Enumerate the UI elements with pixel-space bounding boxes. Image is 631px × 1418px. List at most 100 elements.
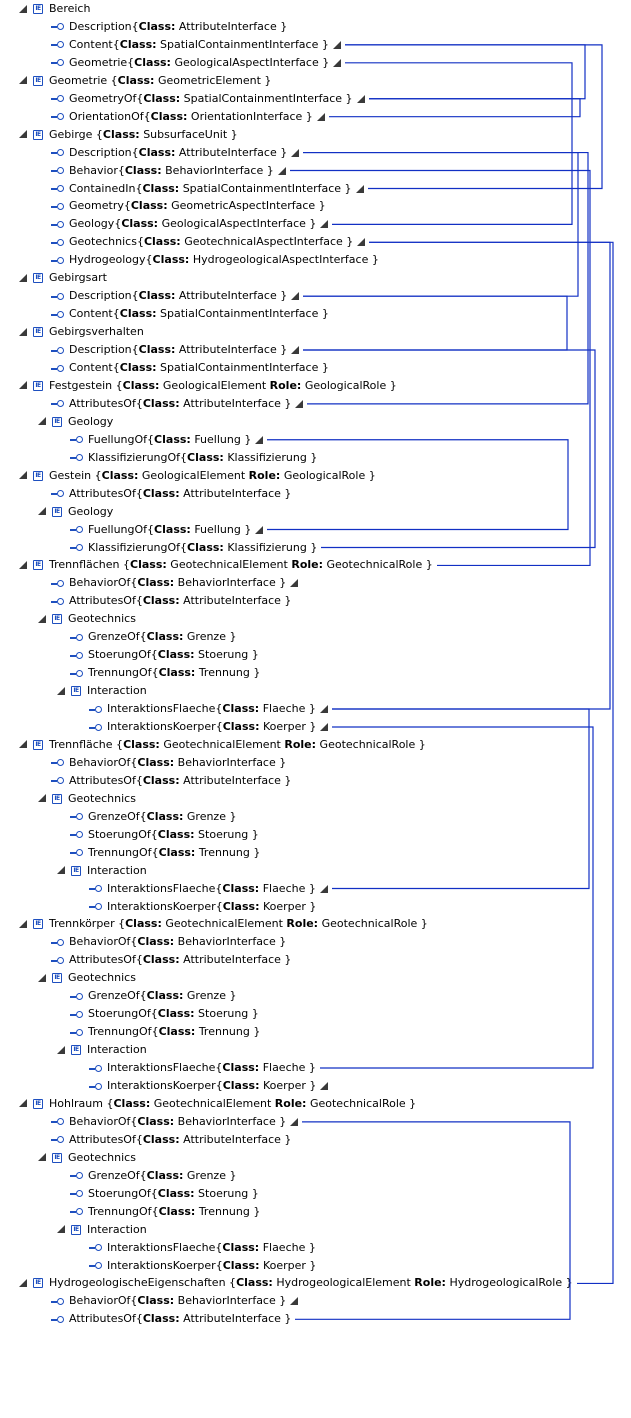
tree-interface-row[interactable]: GrenzeOf{Class: Grenze } bbox=[70, 987, 236, 1005]
tree-interface-row[interactable]: AttributesOf{Class: AttributeInterface } bbox=[51, 772, 291, 790]
expand-arrow-icon[interactable] bbox=[37, 973, 46, 983]
tree-interface-row[interactable]: AttributesOf{Class: AttributeInterface } bbox=[51, 395, 304, 413]
expand-arrow-icon[interactable] bbox=[18, 1099, 27, 1108]
tree-interface-row[interactable]: GrenzeOf{Class: Grenze } bbox=[70, 808, 236, 826]
tree-interface-row[interactable]: TrennungOf{Class: Trennung } bbox=[70, 844, 260, 862]
tree-interface-row[interactable]: FuellungOf{Class: Fuellung } bbox=[70, 431, 264, 449]
expand-arrow-icon[interactable] bbox=[18, 1278, 27, 1288]
expand-arrow-icon[interactable] bbox=[18, 4, 27, 14]
tree-interface-row[interactable]: Description{Class: AttributeInterface } bbox=[51, 287, 300, 305]
tree-interface-row[interactable]: Geometrie{Class: GeologicalAspectInterfa… bbox=[51, 54, 342, 72]
tree-interface-row[interactable]: Description{Class: AttributeInterface } bbox=[51, 18, 287, 36]
tree-interface-row[interactable]: InteraktionsFlaeche{Class: Flaeche } bbox=[89, 1239, 316, 1257]
tree-interface-row[interactable]: InteraktionsKoerper{Class: Koerper } bbox=[89, 1077, 329, 1095]
expand-arrow-icon[interactable] bbox=[56, 1225, 65, 1234]
expand-arrow-icon[interactable] bbox=[18, 740, 27, 749]
tree-interface-row[interactable]: AttributesOf{Class: AttributeInterface } bbox=[51, 1131, 291, 1149]
expand-arrow-icon[interactable] bbox=[37, 507, 46, 516]
tree-interface-row[interactable]: Hydrogeology{Class: HydrogeologicalAspec… bbox=[51, 251, 379, 269]
tree-interface-row[interactable]: InteraktionsFlaeche{Class: Flaeche } bbox=[89, 880, 328, 898]
tree-interface-row[interactable]: StoerungOf{Class: Stoerung } bbox=[70, 1005, 259, 1023]
expand-arrow-icon[interactable] bbox=[18, 919, 27, 929]
expand-arrow-icon[interactable] bbox=[18, 560, 27, 570]
tree-interface-row[interactable]: Behavior{Class: BehaviorInterface } bbox=[51, 162, 286, 180]
tree-interface-row[interactable]: Description{Class: AttributeInterface } bbox=[51, 144, 300, 162]
tree-interface-row[interactable]: BehaviorOf{Class: BehaviorInterface } bbox=[51, 754, 286, 772]
expand-arrow-icon[interactable] bbox=[18, 273, 27, 283]
tree-interface-row[interactable]: KlassifizierungOf{Class: Klassifizierung… bbox=[70, 449, 317, 467]
link-indicator-icon bbox=[320, 1082, 329, 1090]
tree-interface-row[interactable]: InteraktionsFlaeche{Class: Flaeche } bbox=[89, 700, 328, 718]
expand-arrow-icon[interactable] bbox=[37, 1153, 46, 1162]
expand-arrow-icon[interactable] bbox=[37, 794, 46, 803]
expand-arrow-icon[interactable] bbox=[18, 327, 27, 337]
tree-interface-row[interactable]: AttributesOf{Class: AttributeInterface } bbox=[51, 951, 291, 969]
expand-arrow-icon[interactable] bbox=[37, 614, 46, 624]
tree-interface-row[interactable]: AttributesOf{Class: AttributeInterface } bbox=[51, 485, 291, 503]
tree-interface-row[interactable]: KlassifizierungOf{Class: Klassifizierung… bbox=[70, 539, 317, 557]
tree-interface-row[interactable]: AttributesOf{Class: AttributeInterface } bbox=[51, 1310, 291, 1328]
expand-arrow-icon[interactable] bbox=[18, 130, 27, 139]
tree-interface-row[interactable]: InteraktionsKoerper{Class: Koerper } bbox=[89, 718, 329, 736]
tree-interface-row[interactable]: GrenzeOf{Class: Grenze } bbox=[70, 628, 236, 646]
tree-interface-row[interactable]: StoerungOf{Class: Stoerung } bbox=[70, 646, 259, 664]
expand-arrow-icon[interactable] bbox=[56, 686, 65, 696]
tree-interface-row[interactable]: InteraktionsKoerper{Class: Koerper } bbox=[89, 898, 316, 916]
tree-interface-row[interactable]: BehaviorOf{Class: BehaviorInterface } bbox=[51, 574, 299, 592]
tree-interface-row[interactable]: Description{Class: AttributeInterface } bbox=[51, 341, 300, 359]
tree-interface-row[interactable]: InteraktionsKoerper{Class: Koerper } bbox=[89, 1257, 316, 1275]
tree-interface-row[interactable]: Content{Class: SpatialContainmentInterfa… bbox=[51, 36, 341, 54]
tree-interface-row[interactable]: StoerungOf{Class: Stoerung } bbox=[70, 1185, 259, 1203]
tree-interface-row[interactable]: GeometryOf{Class: SpatialContainmentInte… bbox=[51, 90, 365, 108]
tree-interface-row[interactable]: Geometry{Class: GeometricAspectInterface… bbox=[51, 197, 326, 215]
tree-interface-row[interactable]: BehaviorOf{Class: BehaviorInterface } bbox=[51, 933, 286, 951]
expand-arrow-icon[interactable] bbox=[37, 417, 46, 426]
tree-interface-row[interactable]: Geotechnics{Class: GeotechnicalAspectInt… bbox=[51, 233, 366, 251]
tree-interface-row[interactable]: OrientationOf{Class: OrientationInterfac… bbox=[51, 108, 325, 126]
tree-interface-row[interactable]: Content{Class: SpatialContainmentInterfa… bbox=[51, 305, 329, 323]
tree-interface-row[interactable]: Geology{Class: GeologicalAspectInterface… bbox=[51, 215, 329, 233]
class-key: Class: bbox=[236, 1276, 273, 1290]
tree-interface-row[interactable]: InteraktionsFlaeche{Class: Flaeche } bbox=[89, 1059, 316, 1077]
tree-interface-row[interactable]: Content{Class: SpatialContainmentInterfa… bbox=[51, 359, 329, 377]
tree-interface-row[interactable]: BehaviorOf{Class: BehaviorInterface } bbox=[51, 1113, 299, 1131]
tree-interface-row[interactable]: StoerungOf{Class: Stoerung } bbox=[70, 826, 259, 844]
tree-interface-row[interactable]: BehaviorOf{Class: BehaviorInterface } bbox=[51, 1292, 299, 1310]
expand-arrow-icon[interactable] bbox=[18, 381, 27, 390]
expand-arrow-icon[interactable] bbox=[56, 866, 65, 875]
tree-interface-row[interactable]: TrennungOf{Class: Trennung } bbox=[70, 1023, 260, 1041]
expand-arrow-icon[interactable] bbox=[56, 1045, 65, 1055]
tree-interface-row[interactable]: TrennungOf{Class: Trennung } bbox=[70, 1203, 260, 1221]
expand-arrow-icon[interactable] bbox=[18, 471, 27, 480]
tree-interface-row[interactable]: ContainedIn{Class: SpatialContainmentInt… bbox=[51, 180, 364, 198]
class-key: Class: bbox=[154, 432, 191, 446]
tree-interface-row[interactable]: GrenzeOf{Class: Grenze } bbox=[70, 1167, 236, 1185]
tree-interface-row[interactable]: TrennungOf{Class: Trennung } bbox=[70, 664, 260, 682]
node-name: InteraktionsKoerper bbox=[107, 720, 216, 733]
expand-arrow-icon[interactable] bbox=[18, 76, 27, 85]
tree-interface-row[interactable]: AttributesOf{Class: AttributeInterface } bbox=[51, 592, 291, 610]
tree-interface-row[interactable]: FuellungOf{Class: Fuellung } bbox=[70, 521, 264, 539]
